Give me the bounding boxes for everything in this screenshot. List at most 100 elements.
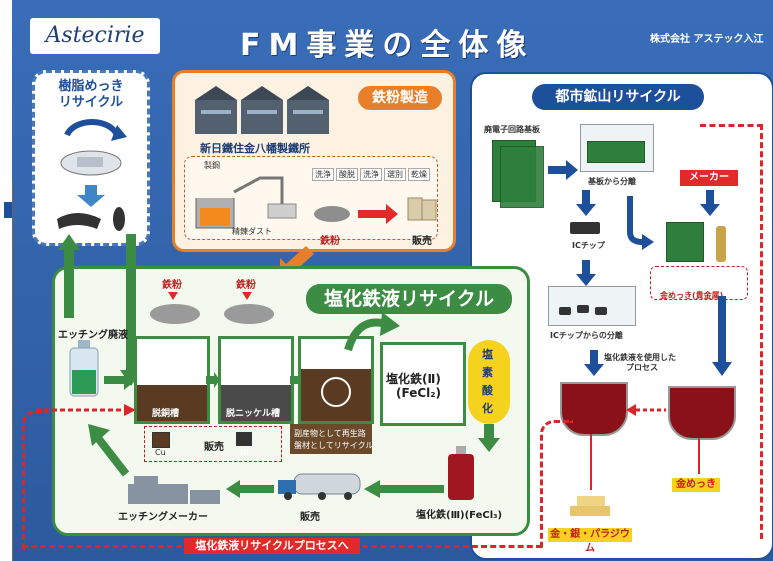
factory-building-icon [195, 100, 237, 134]
red-dashed-arrow-icon [626, 404, 666, 416]
down-arrow-icon [77, 185, 105, 207]
fecl2-label-line2: (FeCl₂) [396, 386, 441, 400]
astecirie-logo: Astecirie [30, 18, 160, 54]
green-arrow-right-icon [104, 370, 136, 390]
iron-powder-pile-icon [314, 206, 350, 222]
blue-arrow-down-icon [576, 260, 596, 286]
metal-sales-label: 販売 [204, 442, 224, 453]
resin-panel-title: 樹脂めっき リサイクル [35, 79, 147, 111]
blue-arrow-down-icon [712, 296, 732, 376]
green-arrow-down-icon [478, 424, 500, 452]
tanker-truck-icon [278, 473, 361, 500]
chlorination-char: 酸 [482, 384, 493, 397]
resin-plating-panel: 樹脂めっき リサイクル [32, 70, 150, 246]
ic-separation-label: ICチップからの分離 [550, 331, 623, 340]
furnace-label: 製鋼 [204, 161, 220, 170]
green-curved-arrow-icon [344, 312, 400, 352]
regeneration-tank [298, 336, 374, 424]
green-arrow-up-left-icon [88, 424, 130, 477]
process-label-line2: プロセス [626, 363, 658, 372]
truck-sales-label: 販売 [300, 512, 320, 523]
chlorination-char: 素 [482, 366, 493, 379]
red-line [698, 438, 700, 474]
red-line [590, 434, 592, 490]
furnace-illustration [195, 176, 297, 229]
resin-title-line1: 樹脂めっき [58, 79, 124, 94]
duct-icon [233, 176, 284, 208]
gold-bars-icon [570, 496, 610, 516]
molten-iron-icon [200, 208, 230, 226]
resin-illustration [57, 118, 127, 231]
iron-powder-label: 鉄粉 [320, 236, 340, 247]
iron-powder-input-label: 鉄粉 [162, 280, 182, 291]
etching-maker-label: エッチングメーカー [118, 512, 208, 523]
powder-bag-icon [407, 197, 423, 221]
recycle-arrowhead-icon [111, 125, 127, 141]
recycle-arrow-icon [64, 118, 120, 137]
byproduct-line1: 副産物として再生路 [294, 429, 366, 438]
recycle-process-label: 塩化鉄液リサイクルプロセスへ [184, 538, 360, 554]
process-step: 酸脱 [336, 168, 358, 181]
process-label-line1: 塩化鉄液を使用した [604, 353, 676, 362]
metal-recovery-box [144, 426, 282, 462]
fecl2-label-line1: 塩化鉄(Ⅱ) [386, 372, 441, 386]
factory-building-icon [241, 100, 283, 134]
green-arrow-left-icon [226, 480, 274, 498]
blue-arrow-down-icon [576, 190, 596, 216]
powder-bag-icon [421, 199, 437, 221]
red-dashed-loop-left [22, 410, 49, 551]
beaker-icon [668, 386, 736, 440]
ni-cube-icon [236, 432, 252, 446]
blue-arrow-down-icon [584, 350, 604, 376]
byproduct-line2: 盤材としてリサイクル [294, 441, 374, 450]
red-dashed-footer-line [362, 545, 542, 548]
chlorination-char: 化 [482, 402, 493, 415]
urban-mining-tag: 都市鉱山リサイクル [532, 84, 704, 110]
factory-building-icon [287, 100, 329, 134]
ferric-chloride-tag: 塩化鉄液リサイクル [306, 284, 512, 314]
green-arrow-down-icon [120, 234, 142, 386]
byproduct-box [290, 424, 372, 454]
fecl3-bottle-icon [448, 446, 474, 500]
red-arrow-down-icon [168, 292, 178, 300]
cu-label: Cu [155, 448, 166, 457]
red-dashed-loop-right [540, 420, 573, 548]
waste-board-label: 廃電子回路基板 [484, 125, 540, 134]
circuit-board-icon [500, 146, 544, 208]
resin-title-line2: リサイクル [58, 95, 124, 110]
ic-chip-icon [570, 222, 600, 234]
gold-plating-label: 金めっき [672, 478, 720, 492]
red-arrow-down-icon [242, 292, 252, 300]
denickel-tank [218, 336, 294, 424]
iron-powder-pile-icon [224, 304, 274, 324]
dust-label: 精錬ダスト [232, 227, 272, 236]
fecl3-label: 塩化鉄(Ⅲ)(FeCl₃) [416, 510, 503, 521]
waste-bottle-icon [69, 340, 99, 397]
chlorination-char: 塩 [482, 348, 493, 361]
resin-piece-icon [113, 207, 125, 231]
ni-label: Ni [240, 448, 249, 457]
resin-part-icon [57, 213, 101, 229]
left-frame-edge [0, 180, 13, 561]
maker-label: メーカー [680, 170, 738, 186]
cu-cube-icon [152, 432, 170, 448]
iron-powder-pile-icon [150, 304, 200, 324]
iron-powder-input-label: 鉄粉 [236, 280, 256, 291]
process-step: 乾燥 [408, 168, 430, 181]
separate-label: 基板から分離 [588, 177, 636, 186]
decopper-tank-label: 脱銅槽 [152, 409, 180, 419]
magnifier-icon [321, 377, 351, 407]
plated-part-detail-icon [77, 157, 103, 167]
gold-plated-board-icon [666, 222, 704, 262]
gold-plating-box [650, 266, 748, 300]
green-arrow-right-icon [206, 372, 220, 388]
powder-sales-illustration [314, 197, 437, 224]
left-tab-marker [4, 202, 12, 218]
blue-arrow-right-icon [548, 160, 578, 180]
etching-maker-factory-icon [128, 476, 220, 504]
process-step: 洗浄 [312, 168, 334, 181]
gold-plating-precious-label: 金めっき(貴金属) [660, 291, 724, 300]
red-dashed-footer-line [22, 545, 182, 548]
blue-curved-arrow-icon [627, 196, 654, 250]
connector-pin-icon [716, 226, 726, 262]
